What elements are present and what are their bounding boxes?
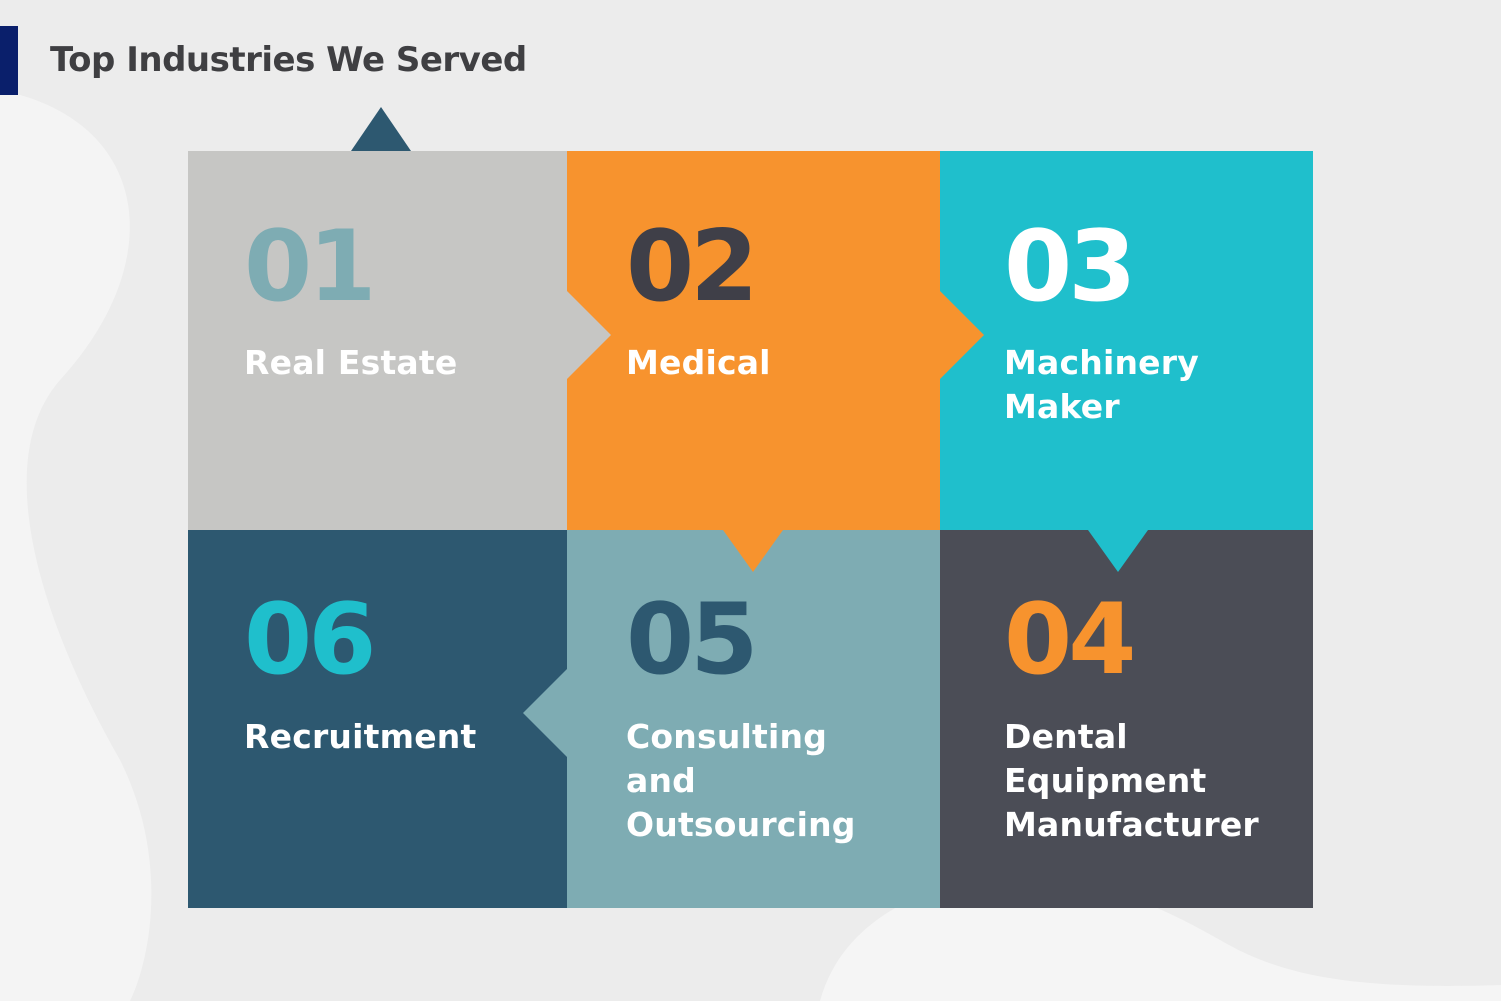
industry-tile-real-estate: 01 Real Estate [188, 107, 567, 530]
industry-number: 06 [244, 583, 376, 697]
industry-label: Recruitment [244, 717, 477, 756]
industry-number: 03 [1004, 210, 1136, 324]
arrow-down-icon [1088, 530, 1148, 572]
industry-label: Real Estate [244, 343, 458, 382]
industry-tile-medical: 02 Medical [567, 151, 940, 572]
industry-label: Dental Equipment Manufacturer [1004, 717, 1259, 844]
industry-number: 02 [626, 210, 758, 324]
industries-grid: 01 Real Estate 02 Medical 03 Machinery M… [188, 107, 1313, 908]
industry-label: Medical [626, 343, 771, 382]
arrow-right-icon [940, 291, 984, 379]
page-title: Top Industries We Served [50, 40, 527, 80]
arrow-left-icon [523, 669, 567, 757]
arrow-down-icon [723, 530, 783, 572]
industry-tile-dental-equipment: 04 Dental Equipment Manufacturer [896, 530, 1313, 908]
title-accent-bar [0, 26, 18, 95]
industry-number: 04 [1004, 583, 1136, 697]
industry-tile-recruitment: 06 Recruitment [188, 530, 567, 908]
industry-label: Consulting and Outsourcing [626, 717, 856, 844]
arrow-up-icon [351, 107, 411, 151]
industry-number: 05 [626, 583, 758, 697]
industry-tile-consulting-outsourcing: 05 Consulting and Outsourcing [523, 530, 940, 908]
industry-tile-machinery-maker: 03 Machinery Maker [940, 151, 1313, 572]
arrow-right-icon [567, 291, 611, 379]
industry-label: Machinery Maker [1004, 343, 1199, 426]
industry-number: 01 [244, 210, 376, 324]
